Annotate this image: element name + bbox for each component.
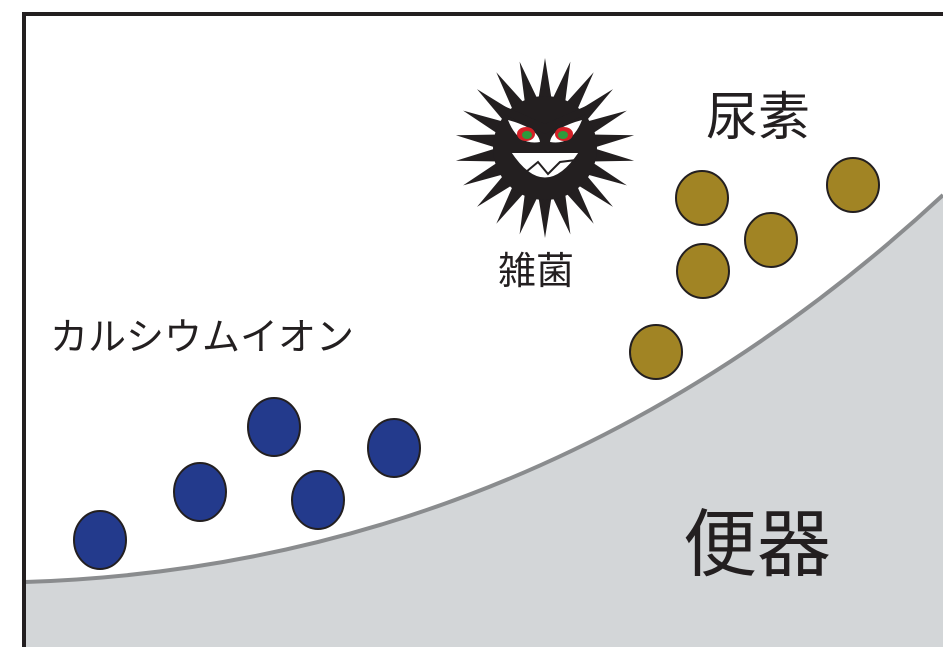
calcium-ion-particle [291, 470, 345, 530]
urea-particles [629, 157, 880, 380]
germ-body [493, 96, 597, 200]
toilet-surface-edge [24, 193, 943, 584]
urea-particle [675, 170, 729, 226]
calcium-ion-particle [247, 397, 301, 457]
germ-left-eye-iris [522, 131, 532, 139]
calcium-ion-particles [73, 397, 421, 570]
urea-particle [826, 157, 880, 213]
germ-brows [504, 106, 586, 134]
frame-border [22, 12, 943, 647]
germ-label: 雑菌 [498, 249, 575, 293]
urea-particle [676, 243, 730, 299]
calcium-ion-label: カルシウムイオン [50, 315, 355, 359]
urea-label: 尿素 [706, 88, 811, 148]
urea-particle [629, 324, 683, 380]
germ-teeth [513, 159, 577, 176]
calcium-ion-particle [367, 418, 421, 478]
toilet-bowl-surface [25, 195, 943, 647]
germ-right-eye-iris [558, 131, 568, 139]
urea-particle [744, 212, 798, 268]
spiky-germ-icon [455, 58, 635, 238]
calcium-ion-particle [173, 462, 227, 522]
toilet-bowl-label: 便器 [683, 502, 831, 588]
calcium-ion-particle [73, 510, 127, 570]
